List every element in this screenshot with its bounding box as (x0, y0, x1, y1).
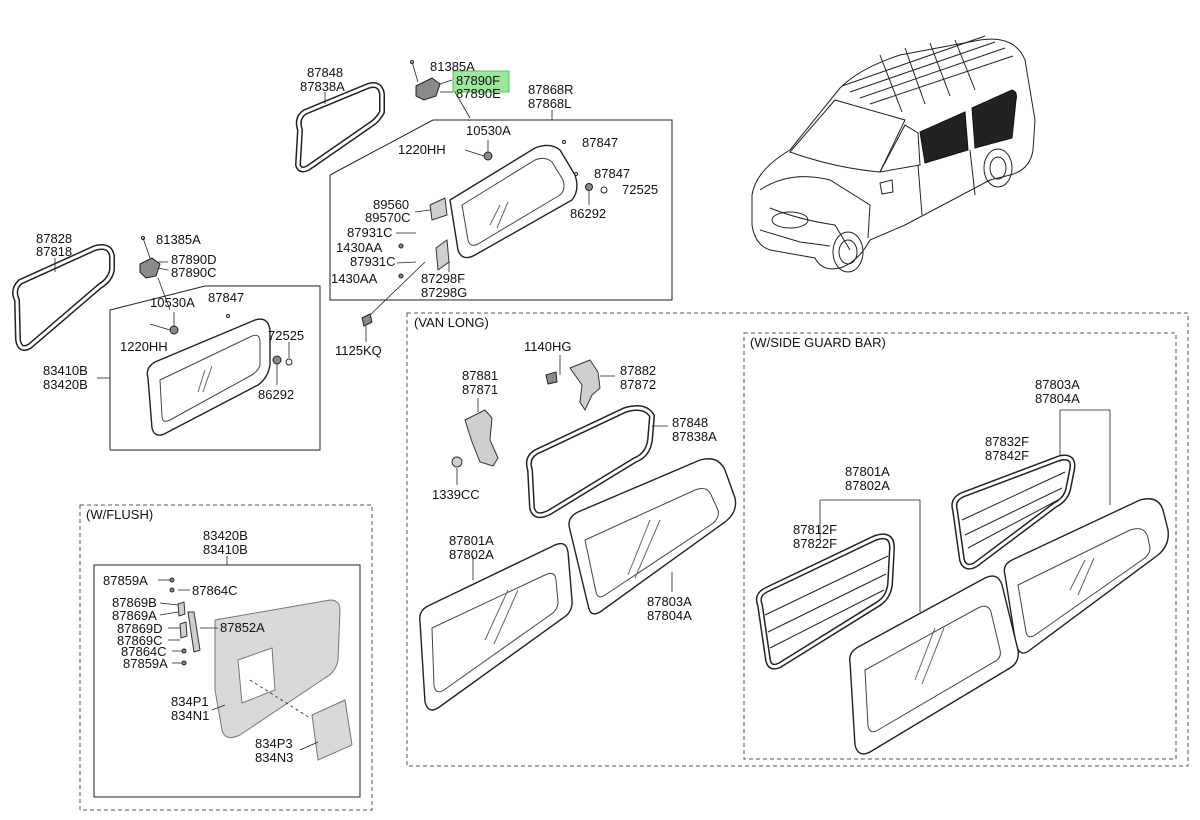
label-87864C-b: 87864C (121, 644, 167, 659)
label-87812F: 87812F (793, 522, 837, 537)
label-83420B-left: 83420B (43, 377, 88, 392)
seal-87828-left (12, 244, 115, 351)
box-83410B (97, 285, 321, 451)
label-83410B-flush: 83410B (203, 542, 248, 557)
highlight-87890F (452, 70, 510, 93)
label-83410B-left: 83410B (43, 363, 88, 378)
label-87869C: 87869C (117, 633, 163, 648)
label-1125KQ: 1125KQ (335, 343, 382, 358)
label-87822F: 87822F (793, 536, 837, 551)
label-87828: 87828 (36, 231, 72, 246)
label-87847-a: 87847 (582, 135, 618, 150)
label-87848-van: 87848 (672, 415, 708, 430)
label-72525-left: 72525 (268, 328, 304, 343)
label-87868R: 87868R (528, 82, 574, 97)
van-long-parts (419, 355, 737, 711)
label-1220HH-left: 1220HH (120, 339, 168, 354)
label-87871: 87871 (462, 382, 498, 397)
label-87931C-b: 87931C (350, 254, 396, 269)
label-87832F: 87832F (985, 434, 1029, 449)
label-87859A-b: 87859A (123, 656, 168, 671)
label-86292-top: 86292 (570, 206, 606, 221)
label-87801A-van: 87801A (449, 533, 494, 548)
flush-parts (158, 577, 353, 761)
label-87859A-a: 87859A (103, 573, 148, 588)
label-87842F: 87842F (985, 448, 1029, 463)
label-81385A-left: 81385A (156, 232, 201, 247)
label-89560: 89560 (373, 197, 409, 212)
seal-87848-top (295, 82, 385, 173)
van-long-frame (406, 312, 1189, 767)
label-1430AA-a: 1430AA (336, 240, 383, 255)
label-86292-left: 86292 (258, 387, 294, 402)
label-87931C-a: 87931C (347, 225, 393, 240)
section-side-guard-bar: (W/SIDE GUARD BAR) (750, 335, 886, 350)
box-87868 (329, 110, 673, 342)
label-87804A-van: 87804A (647, 608, 692, 623)
label-87803A-van: 87803A (647, 594, 692, 609)
label-87872: 87872 (620, 377, 656, 392)
hinge-87890-top (410, 60, 480, 119)
label-87864C-a: 87864C (192, 583, 238, 598)
label-81385A-top: 81385A (430, 59, 475, 74)
side-guard-bar-frame (743, 332, 1177, 760)
hinge-87890-left (139, 236, 171, 311)
label-87802A-van: 87802A (449, 547, 494, 562)
label-87881: 87881 (462, 368, 498, 383)
label-83420B-flush: 83420B (203, 528, 248, 543)
label-87890F: 87890F (456, 73, 500, 88)
label-10530A-top: 10530A (466, 123, 511, 138)
label-87890E: 87890E (456, 86, 501, 101)
label-834P3: 834P3 (255, 736, 293, 751)
flush-frame (79, 504, 373, 811)
van-illustration (751, 35, 1036, 273)
label-10530A-left: 10530A (150, 295, 195, 310)
section-flush: (W/FLUSH) (86, 507, 153, 522)
label-89570C: 89570C (365, 210, 411, 225)
label-87838A-van: 87838A (672, 429, 717, 444)
label-87869A: 87869A (112, 608, 157, 623)
label-834P1: 834P1 (171, 694, 209, 709)
label-87838A-top: 87838A (300, 79, 345, 94)
label-87804A-sg: 87804A (1035, 391, 1080, 406)
label-87801A-sg: 87801A (845, 464, 890, 479)
side-guard-parts (755, 409, 1169, 755)
label-87298F: 87298F (421, 271, 465, 286)
label-834N3: 834N3 (255, 750, 293, 765)
label-87868L: 87868L (528, 96, 571, 111)
label-87803A-sg: 87803A (1035, 377, 1080, 392)
labels: 87848 87838A 81385A 87890F 87890E 87868R… (36, 59, 1080, 765)
label-87869B: 87869B (112, 595, 157, 610)
label-87890C: 87890C (171, 265, 217, 280)
label-1140HG: 1140HG (524, 339, 571, 354)
label-87298G: 87298G (421, 285, 467, 300)
label-87848-top: 87848 (307, 65, 343, 80)
label-1339CC: 1339CC (432, 487, 480, 502)
section-van-long: (VAN LONG) (414, 315, 489, 330)
label-87869D: 87869D (117, 621, 163, 636)
label-87852A: 87852A (220, 620, 265, 635)
label-87847-left: 87847 (208, 290, 244, 305)
label-87890D: 87890D (171, 252, 217, 267)
label-87802A-sg: 87802A (845, 478, 890, 493)
label-72525-top: 72525 (622, 182, 658, 197)
label-87882: 87882 (620, 363, 656, 378)
label-87847-b: 87847 (594, 166, 630, 181)
label-87818: 87818 (36, 244, 72, 259)
label-1220HH-top: 1220HH (398, 142, 446, 157)
label-1430AA-b: 1430AA (331, 271, 378, 286)
label-834N1: 834N1 (171, 708, 209, 723)
